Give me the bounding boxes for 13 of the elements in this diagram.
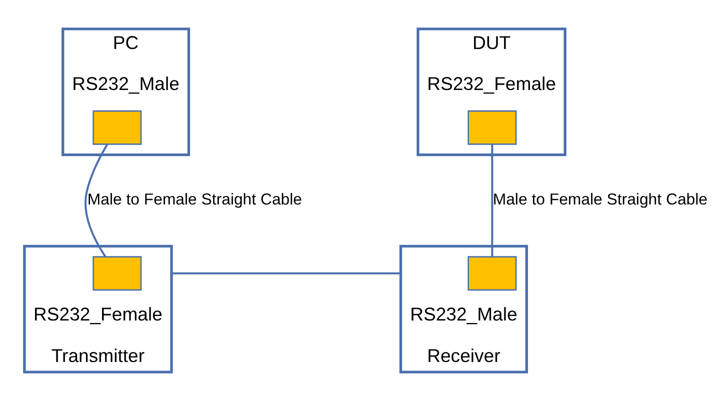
edge-label: Male to Female Straight Cable xyxy=(492,191,708,208)
cluster: RS232_Male Receiver xyxy=(399,244,528,373)
node-box xyxy=(468,110,517,144)
edge-label: Male to Female Straight Cable xyxy=(87,191,302,208)
connector xyxy=(172,272,401,274)
node-box xyxy=(468,256,517,290)
cluster: DUT RS232_Female xyxy=(416,27,566,156)
connector xyxy=(84,143,108,257)
node-box xyxy=(92,110,142,144)
cluster: RS232_Female Transmitter xyxy=(23,244,173,373)
node-box xyxy=(92,256,142,290)
connector xyxy=(491,144,494,256)
cluster: PC RS232_Male xyxy=(62,27,190,156)
